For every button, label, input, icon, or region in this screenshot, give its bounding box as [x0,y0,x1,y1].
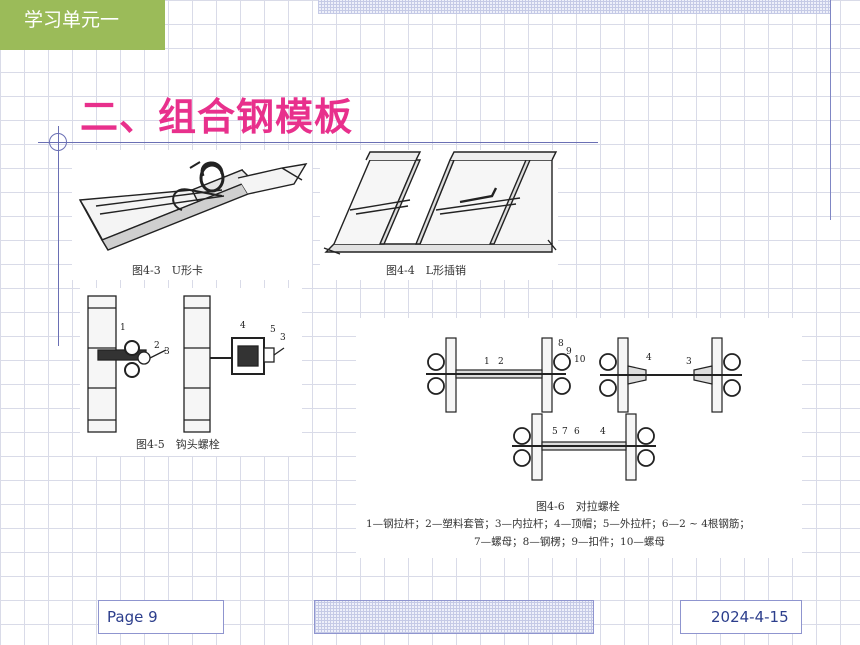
fig-4-5-label: 3 [280,333,286,343]
tie-bolt-drawing: 1 2 8 9 10 4 3 5 7 6 4 [426,337,742,481]
fig-4-6-label: 6 [574,427,580,437]
u-clip-drawing [78,161,308,251]
fig-4-6-legend-line-1: 1—钢拉杆；2—塑料套管；3—内拉杆；4—顶帽；5—外拉杆；6—2 ~ 4根钢筋… [366,518,750,530]
right-decor-line [830,0,831,220]
fig-4-6-legend-line-2: 7—螺母；8—钢楞；9—扣件；10—螺母 [474,536,665,548]
fig-4-6-label: 3 [686,357,692,367]
figure-tie-bolt: 1 2 8 9 10 4 3 5 7 6 4 图4-6 对拉螺栓 1—钢拉杆；2… [356,318,802,558]
figure-u-clip: 图4-3 U形卡 [72,150,312,280]
fig-4-5-caption: 图4-5 钩头螺栓 [136,438,220,451]
fig-4-6-label: 5 [552,427,558,437]
fig-4-5-label: 5 [270,325,276,335]
title-rule-circle [49,133,67,151]
footer-decor-box [314,600,594,634]
page-number: Page 9 [107,608,158,626]
fig-4-6-label: 8 [558,339,564,349]
footer-date: 2024-4-15 [711,608,789,626]
fig-4-6-label: 4 [646,353,652,363]
fig-4-5-label: 2 [154,341,160,351]
fig-4-5-label: 4 [240,321,246,331]
fig-4-5-label: 3 [164,347,170,357]
fig-4-6-label: 4 [600,427,606,437]
footer-page-box: Page 9 [98,600,224,634]
title-rule [38,142,598,143]
figure-l-pin: 图4-4 L形插销 [320,150,558,280]
figure-hook-bolt: 1 2 3 4 5 3 图4-5 钩头螺栓 [80,288,302,456]
fig-4-6-label: 9 [566,347,572,357]
title-vertical-rule [58,126,59,346]
unit-tab: 学习单元一 [0,0,165,50]
fig-4-6-label: 1 [484,357,490,367]
fig-4-6-label: 10 [574,355,586,365]
footer-date-box: 2024-4-15 [680,600,802,634]
slide-title: 二、组合钢模板 [80,95,354,139]
fig-4-3-caption: 图4-3 U形卡 [132,264,203,277]
fig-4-5-label: 1 [120,323,126,333]
fig-4-6-caption: 图4-6 对拉螺栓 [536,500,620,513]
top-decor-band [318,0,830,14]
l-pin-drawing [323,151,558,255]
hook-bolt-drawing: 1 2 3 4 5 3 [87,295,286,433]
fig-4-4-caption: 图4-4 L形插销 [386,264,467,277]
fig-4-6-label: 7 [562,427,568,437]
fig-4-6-label: 2 [498,357,504,367]
